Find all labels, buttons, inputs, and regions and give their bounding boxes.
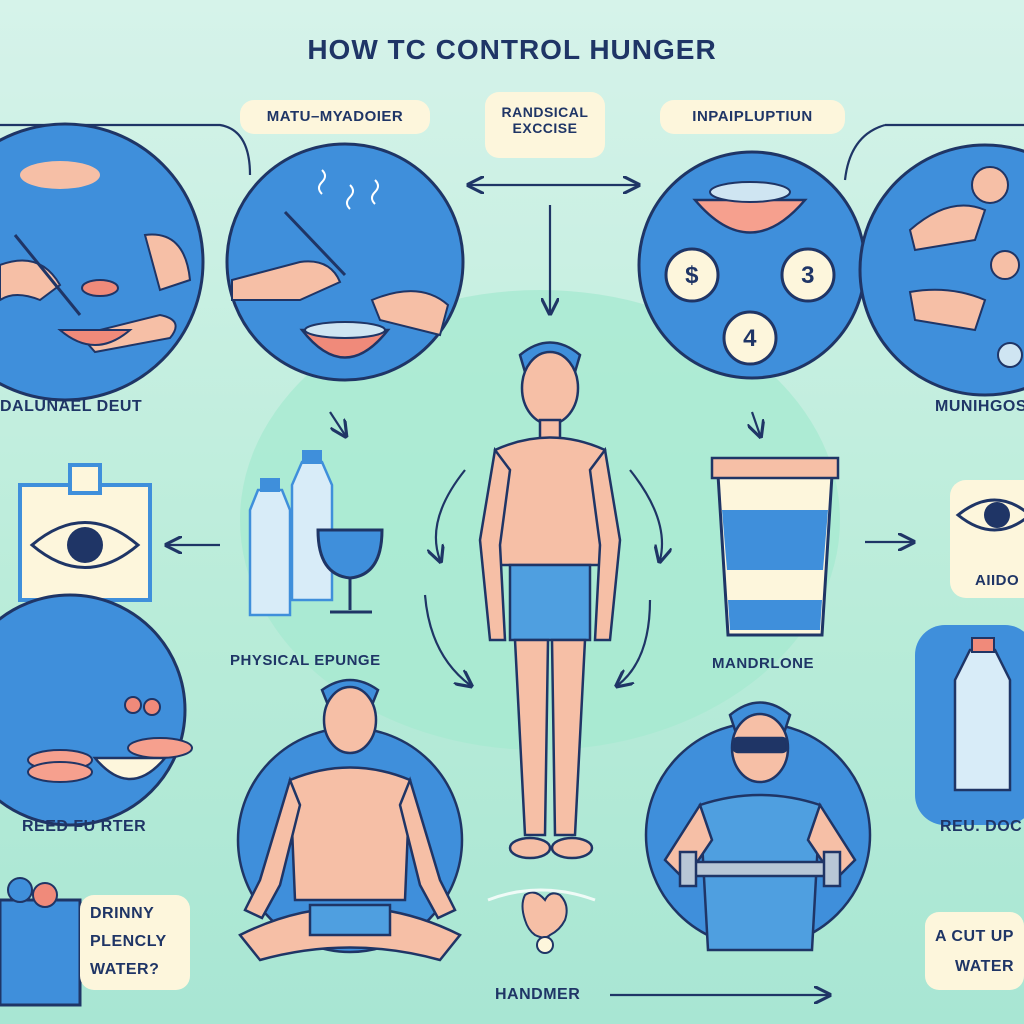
arrow-icon [436, 469, 466, 560]
arrow-icon [629, 469, 662, 560]
dumbbell-icon [678, 850, 842, 888]
coin-glyph-three: 3 [801, 262, 815, 289]
food-circle [0, 593, 193, 827]
arrow-icon [423, 594, 470, 685]
label-bottom-left-3: WATER? [90, 961, 160, 978]
label-right-mid: AIIDO [975, 572, 1020, 589]
coin-glyph-four: 4 [743, 325, 757, 352]
bottle-card [915, 625, 1024, 825]
arrows [168, 185, 912, 995]
label-top-right: INPAIPLUPTIUN [692, 108, 813, 125]
label-right-upper: MUNIHGOS [935, 398, 1024, 415]
bowl-prep-circle [225, 142, 465, 382]
water-bottle-icon [248, 478, 292, 617]
connector-lines [0, 123, 1024, 181]
cost-circle [637, 150, 867, 380]
water-bottle-icon [953, 648, 1012, 792]
bowl-icon [692, 198, 808, 234]
cup-icon [710, 456, 840, 637]
eye-card [18, 463, 152, 602]
arrow-icon [618, 599, 652, 685]
lifting-man-figure [644, 701, 872, 952]
label-bottom-left-1: DRINNY [90, 905, 155, 922]
coin-icon [664, 247, 720, 303]
label-left-upper: DALUNAEL DEUT [0, 398, 143, 415]
cherry-icon [124, 696, 161, 716]
label-center-left: PHYSICAL EPUNGE [230, 652, 381, 669]
page-title: HOW TC CONTROL HUNGER [307, 34, 717, 65]
glass-icon [316, 528, 384, 614]
label-bottom-center: HANDMER [495, 986, 581, 1003]
label-bottom-left-2: PLENCLY [90, 933, 167, 950]
heart-icon [521, 891, 568, 954]
label-top-center: RANDSICAL EXCCISE [501, 104, 589, 137]
coin-icon [780, 247, 836, 303]
label-pill [80, 895, 190, 990]
coin-icon [722, 310, 778, 366]
label-bottom-right-1: A CUT UP [935, 928, 1014, 945]
label-bottom-right-2: WATER [955, 958, 1015, 975]
meditating-man-figure [236, 678, 464, 962]
coin-glyph-dollar: $ [685, 262, 699, 289]
label-right-lower: REU. DOC [940, 818, 1023, 835]
water-bottle-icon [290, 450, 334, 602]
snack-box [0, 877, 82, 1007]
label-pill [240, 100, 430, 134]
label-left-lower: REED FU RTER [22, 818, 147, 835]
pills-circle [858, 143, 1024, 397]
eating-circle [0, 122, 205, 402]
eye-card-right [950, 480, 1024, 598]
arrow-icon [329, 411, 345, 435]
label-pill [485, 92, 605, 158]
label-pill [925, 912, 1024, 990]
arrow-icon [752, 411, 760, 435]
label-center-right: MANDRLONE [712, 655, 814, 672]
label-top-left: MATU–MYADOIER [266, 108, 404, 125]
label-pill [660, 100, 845, 134]
standing-man-figure [478, 341, 622, 860]
